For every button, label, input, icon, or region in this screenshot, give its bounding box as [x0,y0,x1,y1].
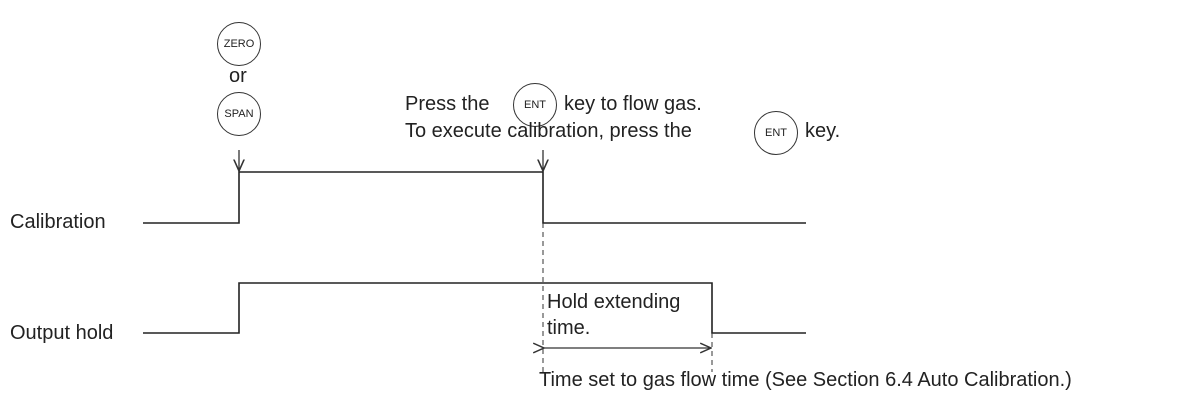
calibration-signal-label: Calibration [10,211,106,233]
or-label: or [229,65,247,87]
press-ent-instruction-prefix: Press the [405,93,490,115]
press-ent-instruction-suffix: key to flow gas. [564,93,702,115]
execute-calibration-instruction-prefix: To execute calibration, press the [405,120,692,142]
ent-key-icon: ENT [513,83,557,127]
output-hold-signal-label: Output hold [10,322,114,344]
hold-extending-time-label-line2: time. [547,317,591,339]
calibration-signal-line [143,171,806,224]
gas-flow-time-note: Time set to gas flow time (See Section 6… [539,369,1072,391]
ent-key-icon-2: ENT [754,111,798,155]
span-key-icon: SPAN [217,92,261,136]
output-hold-signal-line [143,282,806,334]
zero-key-icon: ZERO [217,22,261,66]
hold-extending-time-label-line1: Hold extending [547,291,681,313]
execute-calibration-instruction-suffix: key. [805,120,841,142]
